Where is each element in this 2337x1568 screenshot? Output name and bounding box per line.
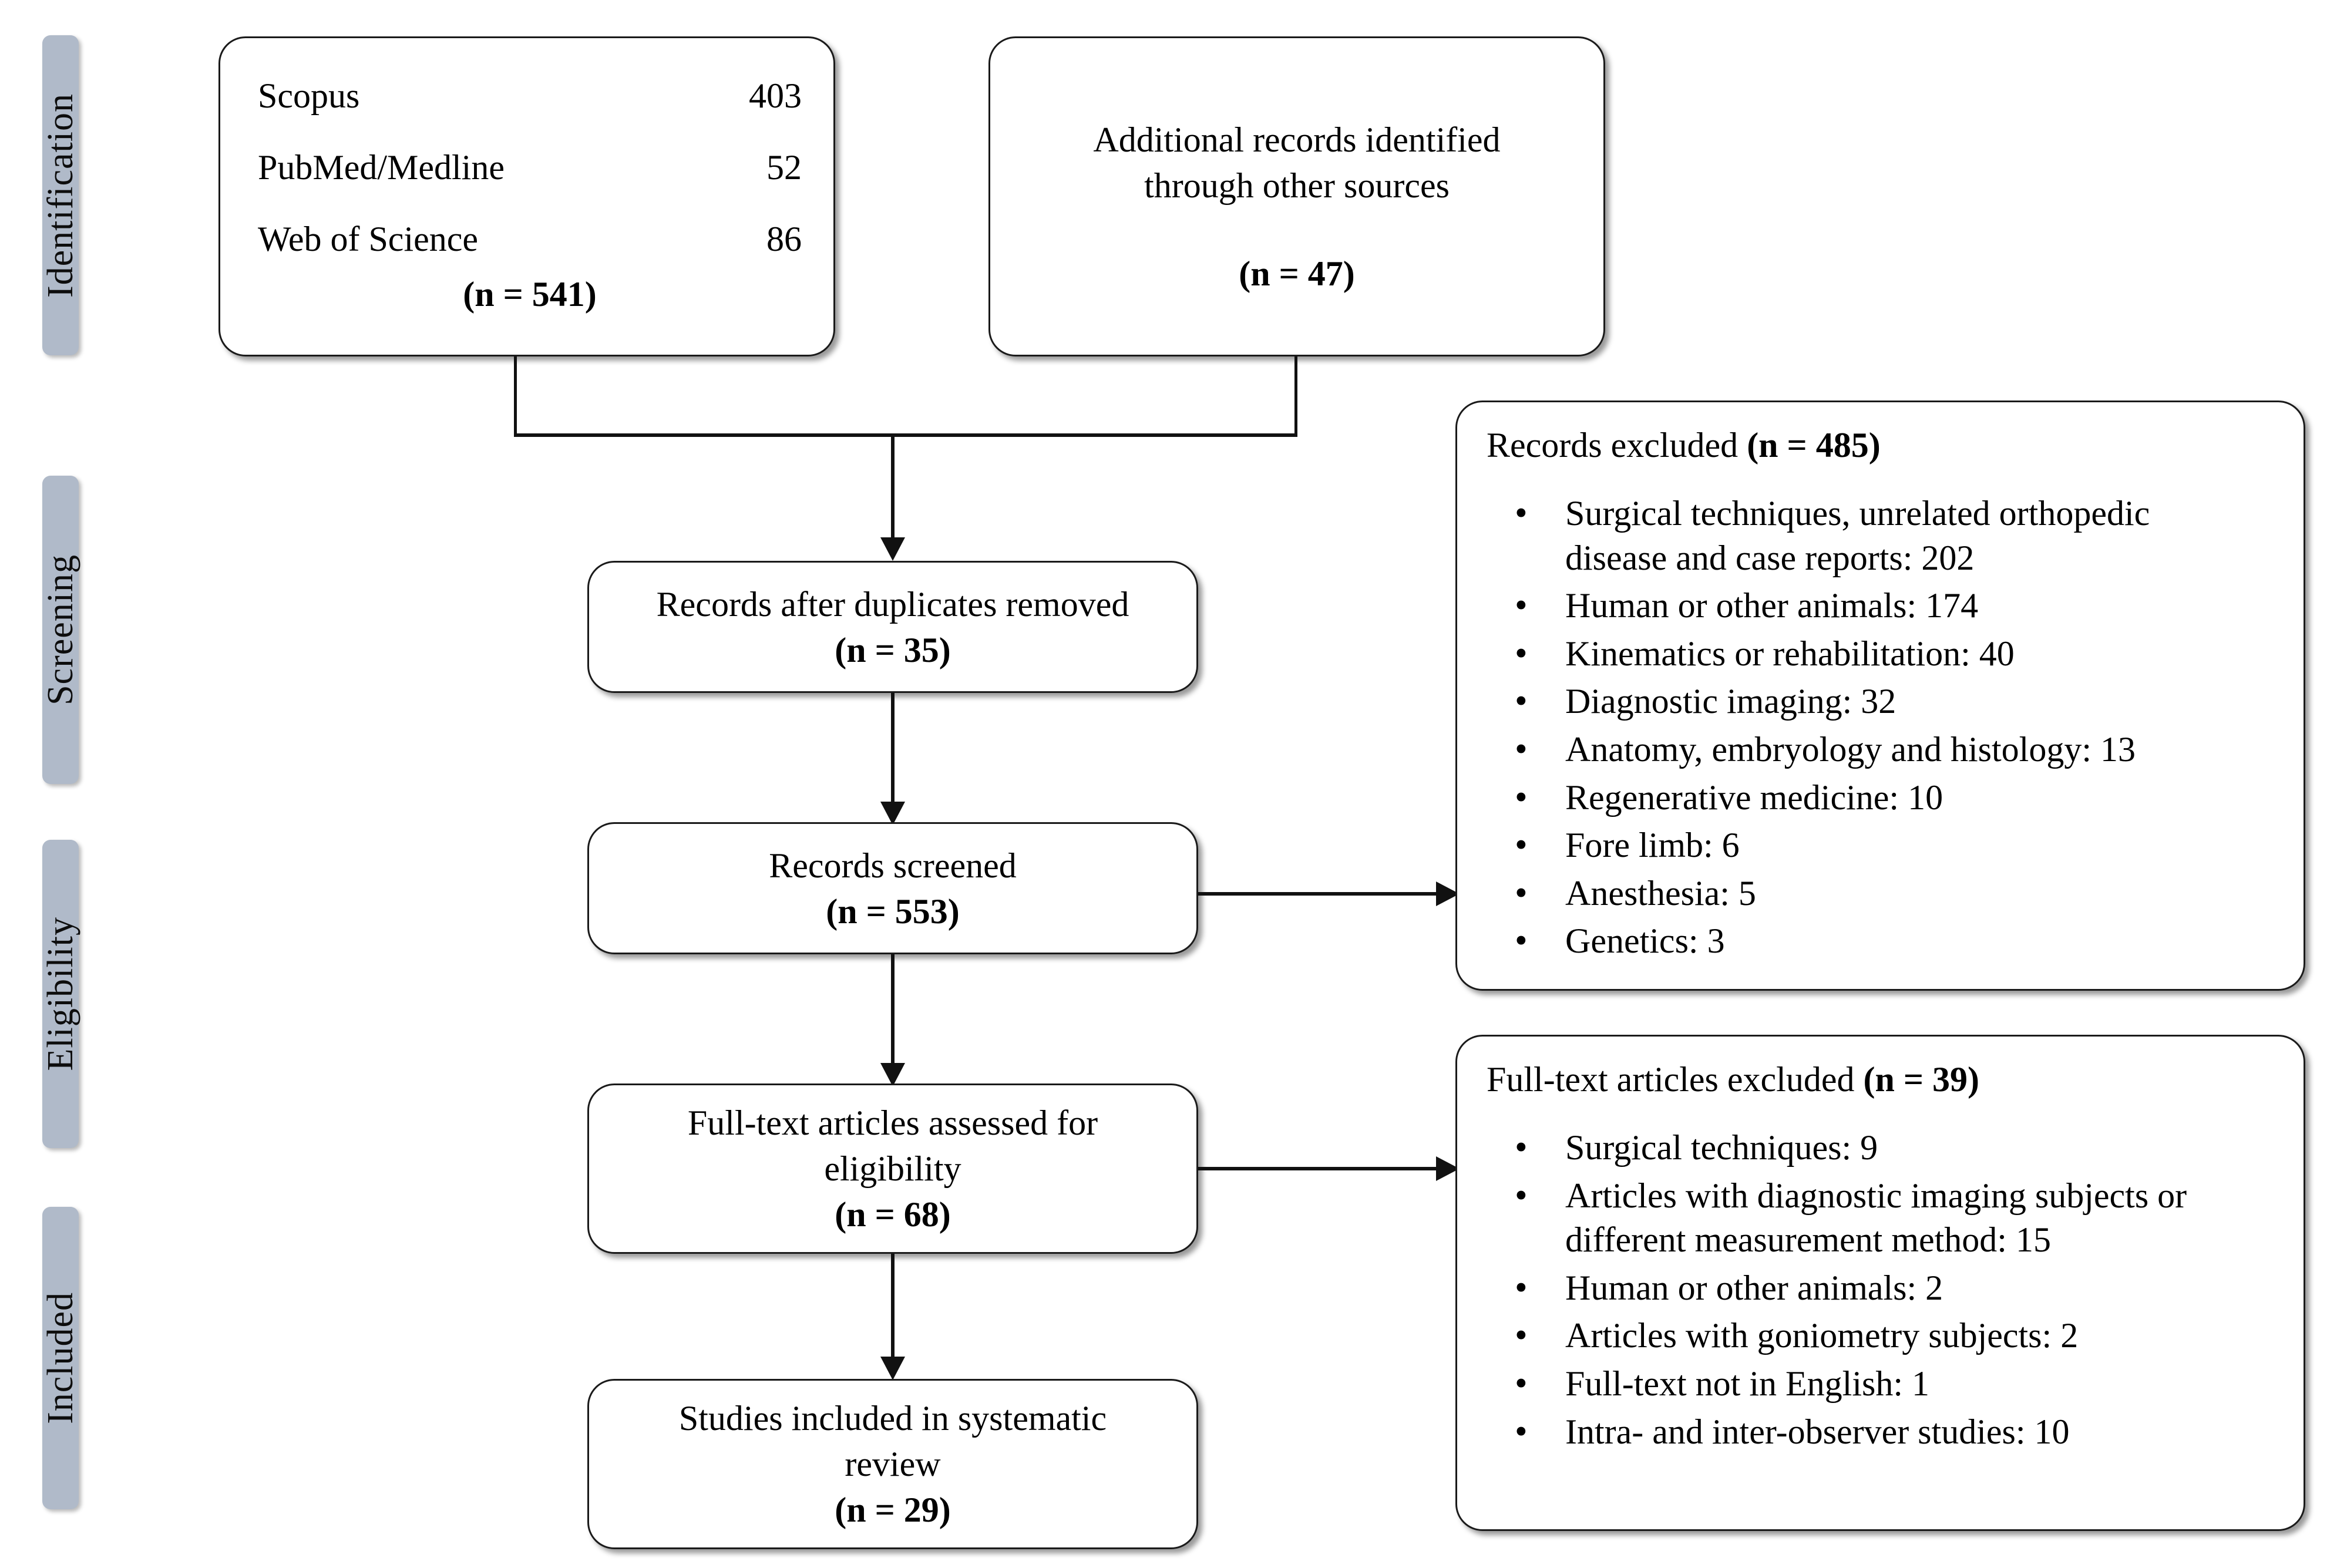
additional-records-total: (n = 47) <box>1239 254 1355 293</box>
list-item: Surgical techniques: 9 <box>1515 1125 2280 1170</box>
connector-fulltext-to-included <box>891 1254 895 1362</box>
connector-horizontal-merge <box>514 433 1297 437</box>
studies-included-line1: Studies included in systematic <box>678 1399 1107 1438</box>
source-count: 86 <box>766 220 802 258</box>
source-name: Scopus <box>258 76 360 115</box>
additional-records-line2: through other sources <box>1144 166 1450 205</box>
records-screened-box: Records screened (n = 553) <box>587 822 1198 954</box>
records-screened-line1: Records screened <box>769 846 1017 885</box>
list-item: Genetics: 3 <box>1515 918 2280 964</box>
fulltext-assessed-line1: Full-text articles assessed for <box>687 1103 1098 1142</box>
phase-label-screening-text: Screening <box>40 554 80 705</box>
list-item: Surgical techniques, unrelated orthopedi… <box>1515 490 2280 580</box>
sources-rows: Scopus 403 PubMed/Medline 52 Web of Scie… <box>220 78 833 315</box>
fulltext-excluded-title: Full-text articles excluded (n = 39) <box>1487 1060 2280 1099</box>
list-item: Full-text not in English: 1 <box>1515 1361 2280 1407</box>
list-item: Articles with goniometry subjects: 2 <box>1515 1313 2280 1358</box>
list-item: Articles with diagnostic imaging subject… <box>1515 1173 2280 1263</box>
studies-included-total: (n = 29) <box>835 1490 951 1529</box>
phase-label-eligibility-text: Eligibility <box>40 917 80 1071</box>
source-count: 52 <box>766 148 802 187</box>
list-item: Anesthesia: 5 <box>1515 870 2280 916</box>
duplicates-removed-line1: Records after duplicates removed <box>656 584 1129 624</box>
studies-included-line2: review <box>845 1445 941 1483</box>
list-item: Human or other animals: 174 <box>1515 583 2280 628</box>
fulltext-assessed-box: Full-text articles assessed for eligibil… <box>587 1084 1198 1254</box>
sources-box: Scopus 403 PubMed/Medline 52 Web of Scie… <box>218 36 835 356</box>
connector-duplicates-to-screened <box>891 693 895 807</box>
source-name: PubMed/Medline <box>258 148 505 187</box>
records-screened-total: (n = 553) <box>826 891 960 931</box>
list-item: Human or other animals: 2 <box>1515 1265 2280 1311</box>
fulltext-excluded-count: (n = 39) <box>1863 1060 1979 1099</box>
duplicates-removed-box: Records after duplicates removed (n = 35… <box>587 561 1198 693</box>
connector-screened-to-fulltext <box>891 954 895 1069</box>
phase-label-included: Included <box>40 1207 80 1509</box>
arrow-to-included-box <box>880 1357 905 1380</box>
records-excluded-title-text: Records excluded <box>1487 426 1747 465</box>
list-item: Intra- and inter-observer studies: 10 <box>1515 1409 2280 1455</box>
fulltext-assessed-line2: eligibility <box>824 1149 961 1188</box>
fulltext-excluded-list: Surgical techniques: 9 Articles with dia… <box>1487 1125 2280 1458</box>
fulltext-excluded-box: Full-text articles excluded (n = 39) Sur… <box>1455 1035 2305 1531</box>
studies-included-box: Studies included in systematic review (n… <box>587 1379 1198 1549</box>
connector-vertical-to-duplicates <box>891 433 895 542</box>
source-count: 403 <box>749 76 802 115</box>
additional-records-box: Additional records identified through ot… <box>988 36 1605 356</box>
fulltext-assessed-total: (n = 68) <box>835 1195 951 1234</box>
list-item: Diagnostic imaging: 32 <box>1515 678 2280 724</box>
source-row: Web of Science 86 <box>258 221 802 257</box>
arrow-to-screened-box <box>880 802 905 825</box>
source-name: Web of Science <box>258 220 478 258</box>
records-excluded-count: (n = 485) <box>1747 426 1881 465</box>
connector-screened-to-excluded <box>1198 892 1442 896</box>
list-item: Anatomy, embryology and histology: 13 <box>1515 726 2280 772</box>
source-row: PubMed/Medline 52 <box>258 150 802 185</box>
fulltext-excluded-title-text: Full-text articles excluded <box>1487 1060 1864 1099</box>
connector-fulltext-to-excluded <box>1198 1167 1442 1170</box>
additional-records-line1: Additional records identified <box>1093 120 1501 159</box>
connector-vertical-from-sources <box>514 356 517 436</box>
phase-label-identification: Identification <box>40 35 80 355</box>
phase-label-screening: Screening <box>40 476 80 784</box>
arrow-to-fulltext-box <box>880 1063 905 1086</box>
source-row: Scopus 403 <box>258 78 802 113</box>
phase-label-eligibility: Eligibility <box>40 840 80 1148</box>
phase-label-included-text: Included <box>40 1292 80 1424</box>
list-item: Regenerative medicine: 10 <box>1515 775 2280 820</box>
list-item: Kinematics or rehabilitation: 40 <box>1515 631 2280 677</box>
records-excluded-title: Records excluded (n = 485) <box>1487 426 2280 465</box>
duplicates-removed-total: (n = 35) <box>835 630 951 669</box>
list-item: Fore limb: 6 <box>1515 822 2280 868</box>
sources-total: (n = 541) <box>463 275 597 314</box>
connector-vertical-from-additional <box>1294 356 1297 436</box>
records-excluded-box: Records excluded (n = 485) Surgical tech… <box>1455 401 2305 991</box>
phase-label-identification-text: Identification <box>40 93 80 298</box>
arrow-to-duplicates-box <box>880 537 905 561</box>
records-excluded-list: Surgical techniques, unrelated orthopedi… <box>1487 490 2280 967</box>
